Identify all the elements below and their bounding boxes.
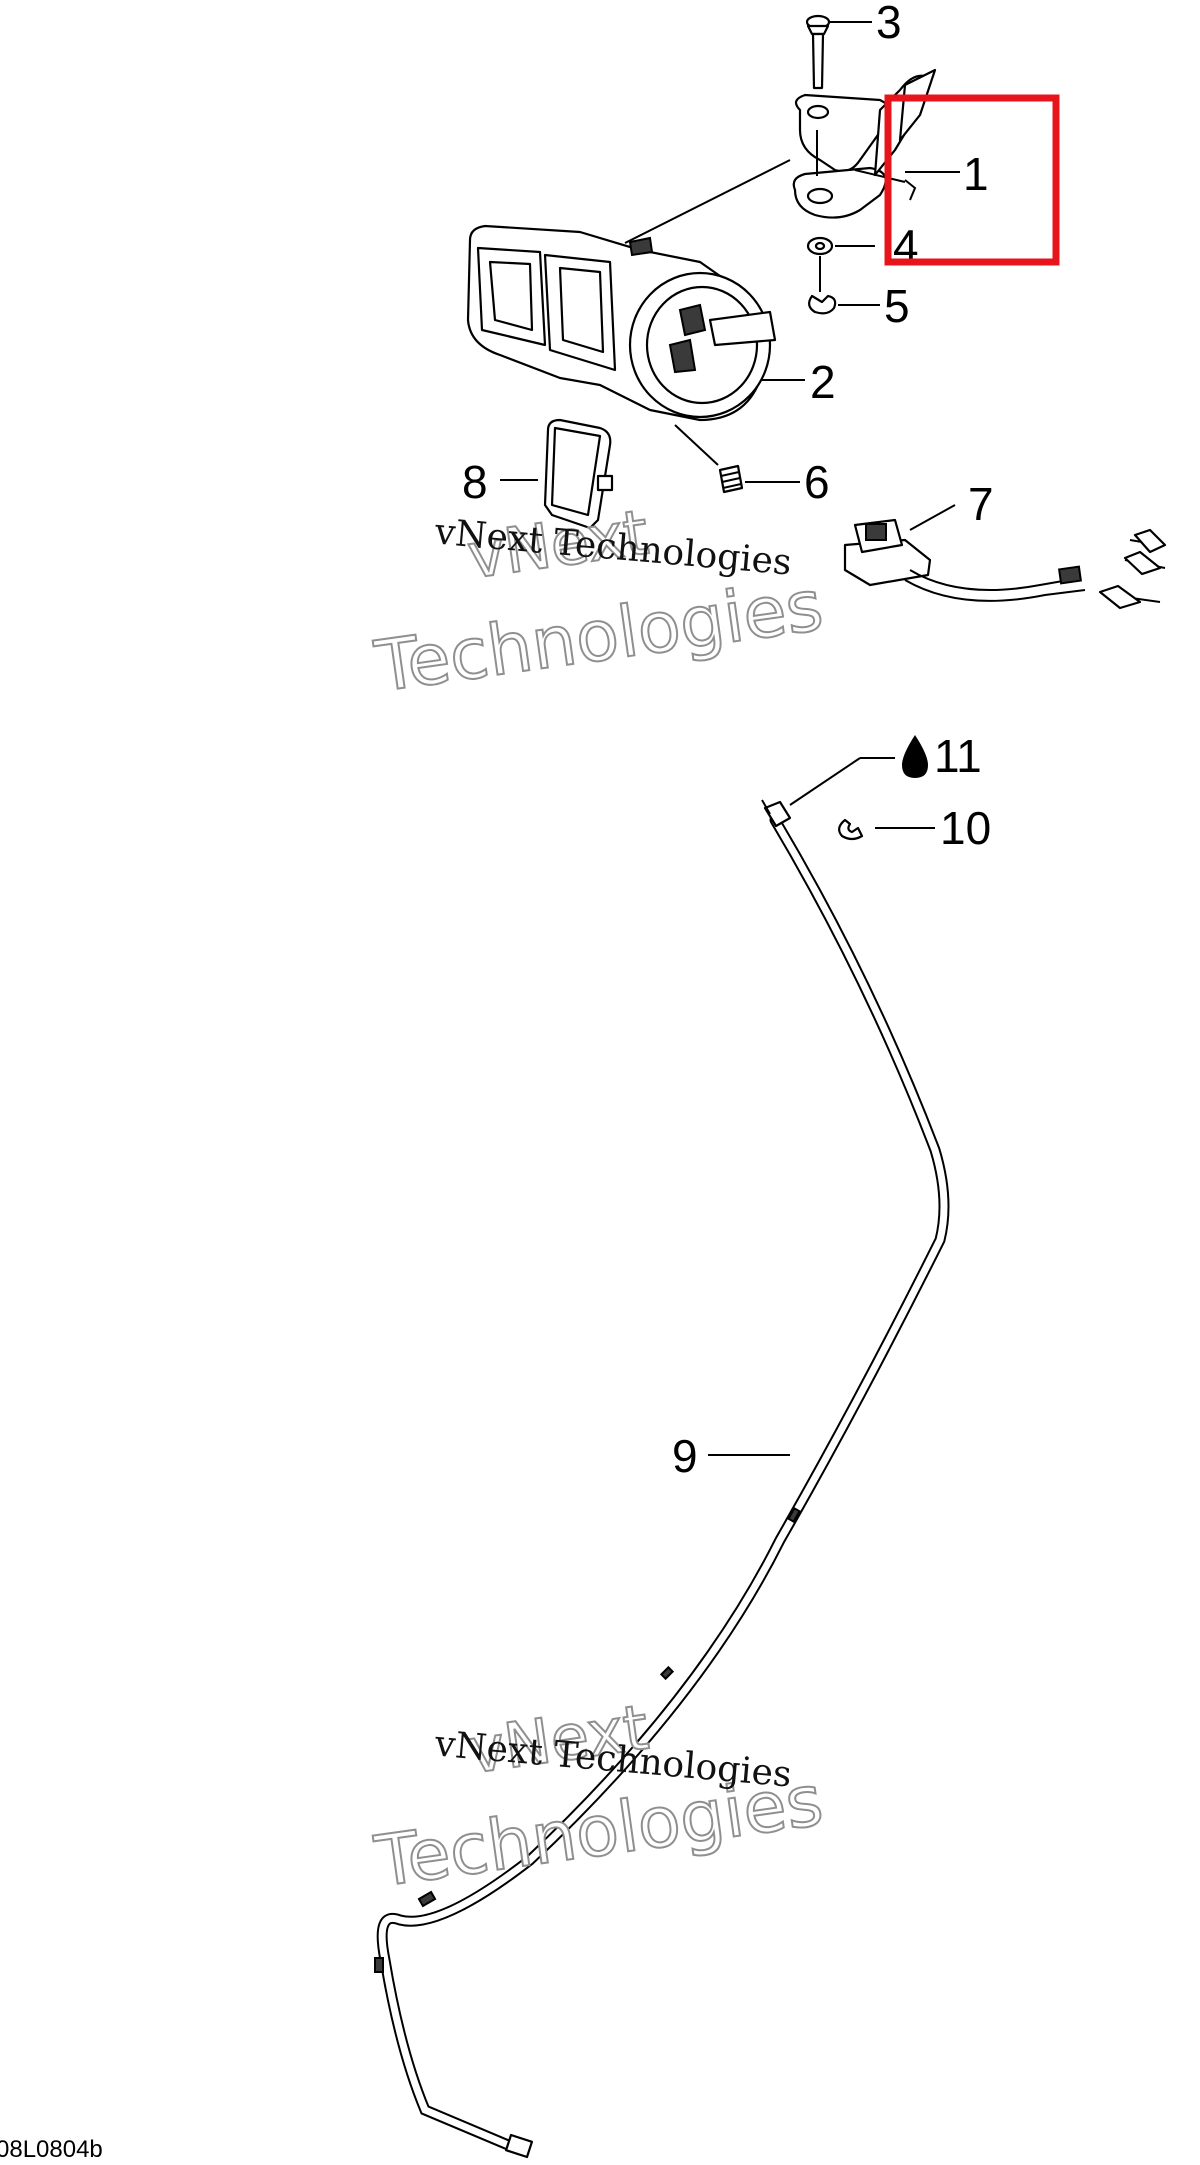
- callout-2: 2: [810, 356, 836, 408]
- watermark-bottom: vNext Technologies vNext Technologies: [369, 1689, 829, 1904]
- callout-5: 5: [884, 280, 910, 332]
- drawing-code: 08L0804b: [0, 2136, 103, 2163]
- part-7-switch: [843, 518, 1167, 610]
- part-2-housing: [466, 159, 791, 422]
- callout-3: 3: [876, 0, 902, 48]
- watermark-word-technologies: Technologies: [370, 564, 828, 708]
- callout-9: 9: [672, 1430, 698, 1482]
- part-5-clip: [808, 294, 837, 315]
- part-4-washer: [806, 236, 834, 292]
- part-3-screw: [805, 14, 831, 90]
- leader-lines: [500, 21, 960, 1456]
- callout-10: 10: [940, 802, 991, 854]
- watermark-top: vNext Technologies vNext Technologies: [369, 494, 829, 709]
- callout-11: 11: [934, 730, 982, 782]
- part-10-clip: [838, 818, 864, 841]
- part-6-set-screw: [674, 424, 744, 494]
- part-9-cable: [374, 799, 950, 2159]
- oil-drop-icon: [902, 735, 928, 778]
- callout-7: 7: [968, 478, 994, 530]
- highlight-box-part-1: [884, 94, 1060, 266]
- callout-6: 6: [804, 456, 830, 508]
- callout-8: 8: [462, 456, 488, 508]
- callout-1: 1: [963, 148, 989, 200]
- part-1-lever: [792, 68, 937, 219]
- part-8-cover: [543, 418, 614, 530]
